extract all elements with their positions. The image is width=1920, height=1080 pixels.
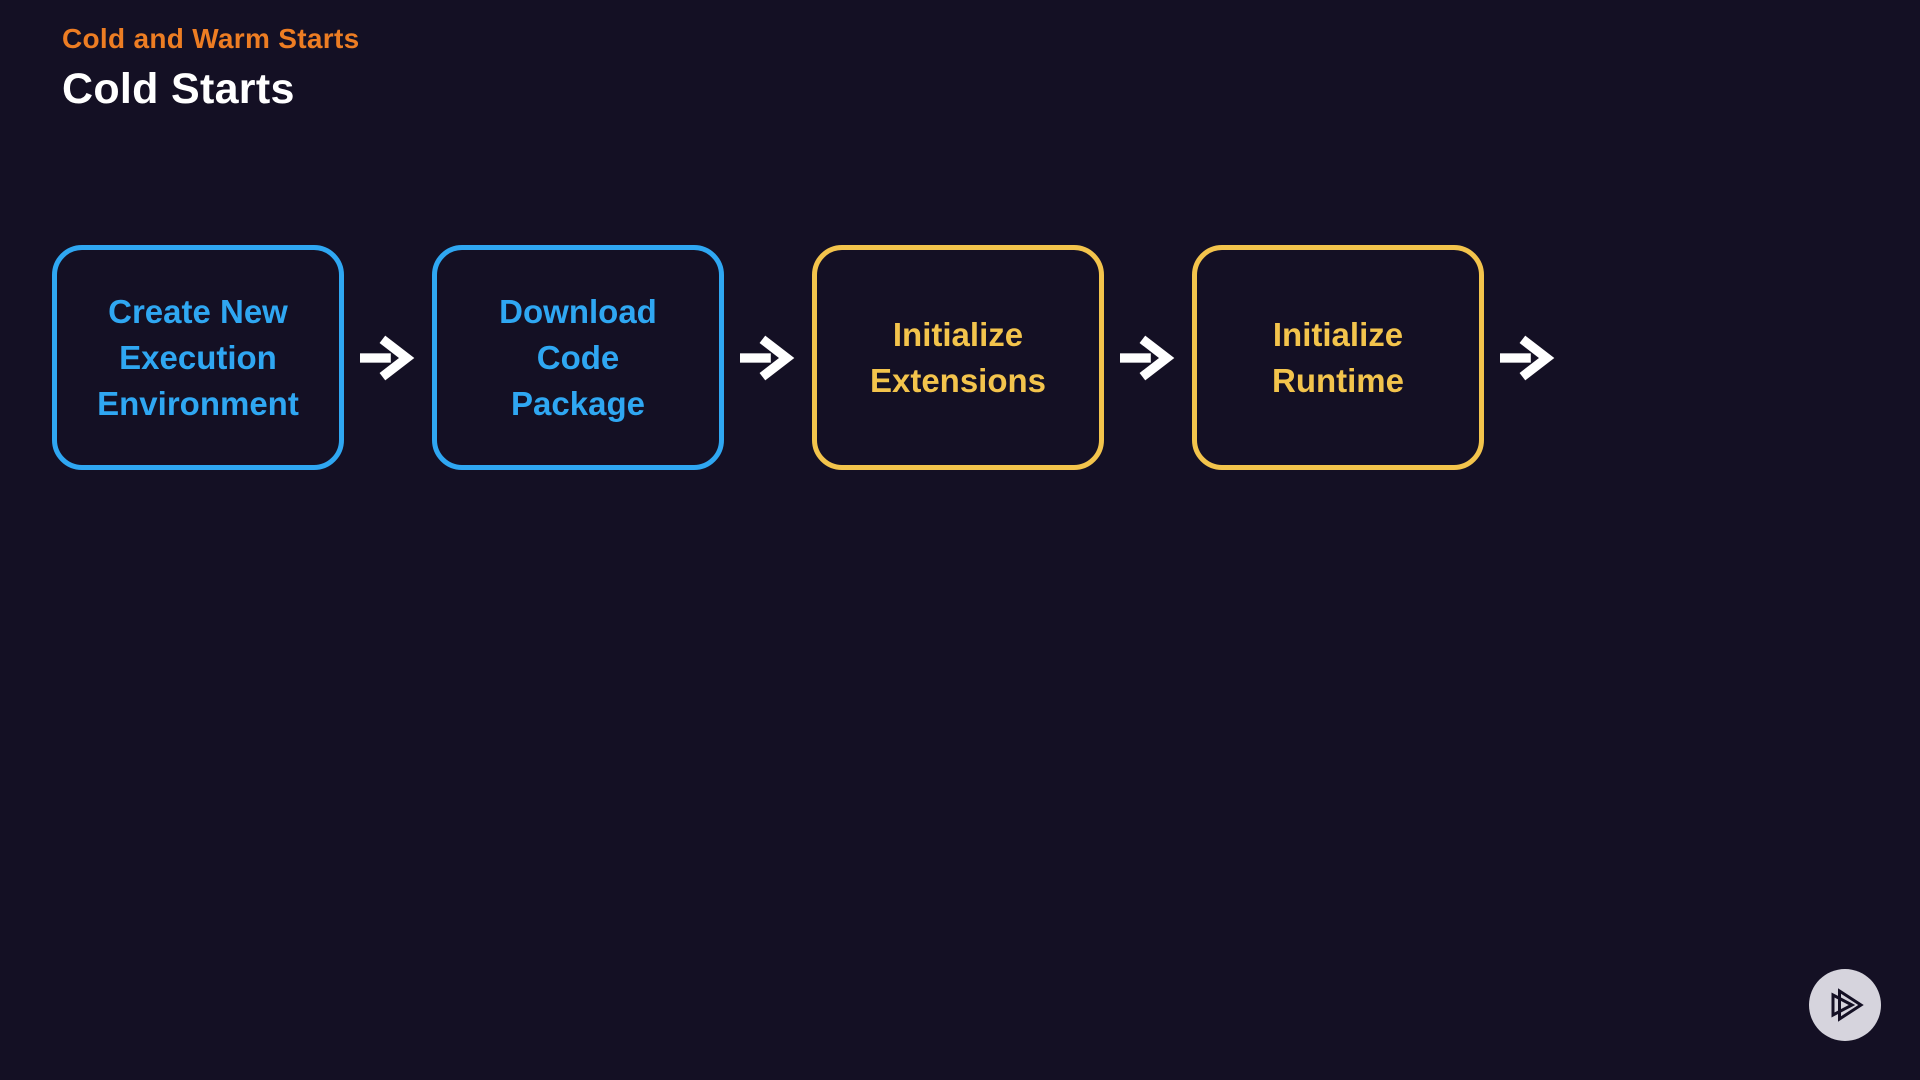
flow-step-create-execution-environment: Create New Execution Environment [52,245,344,470]
cold-start-flow: Create New Execution Environment Downloa… [52,245,1556,470]
arrow-right-icon [1500,335,1556,381]
slide-kicker: Cold and Warm Starts [62,23,360,54]
pluralsight-logo [1809,969,1881,1041]
arrow-right-icon [360,335,416,381]
flow-step-initialize-runtime: Initialize Runtime [1192,245,1484,470]
page-title: Cold Starts [62,65,295,113]
pluralsight-play-icon [1821,981,1869,1029]
flow-step-initialize-extensions: Initialize Extensions [812,245,1104,470]
arrow-right-icon [1120,335,1176,381]
arrow-right-icon [740,335,796,381]
flow-step-download-code-package: Download Code Package [432,245,724,470]
